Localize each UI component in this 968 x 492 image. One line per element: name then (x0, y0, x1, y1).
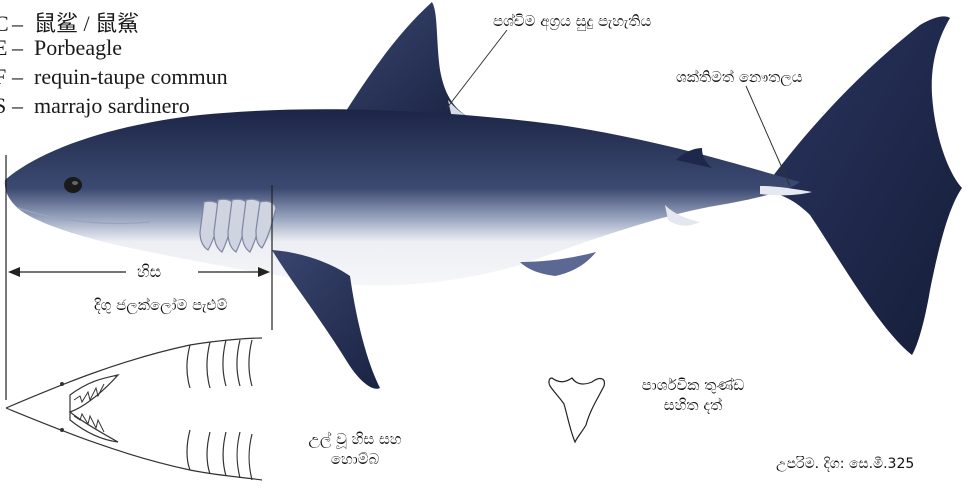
gill-slits-label: දිගු ජලක්ලෝම පැළුම් (94, 296, 227, 314)
head-underside-label-line1: උල් වූ හිස සහ (290, 430, 420, 448)
language-code: S (0, 93, 12, 119)
species-name-row: F–requin-taupe commun (0, 64, 228, 90)
species-name: Porbeagle (34, 35, 122, 60)
species-name: 鼠鲨 / 鼠鯊 (34, 11, 139, 36)
language-code: F (0, 64, 12, 90)
teeth-label-line2: සහිත දත් (628, 396, 758, 414)
teeth-label-line1: පාර්ශවික තුණ්ඩ (628, 376, 758, 394)
gill-slits (200, 199, 276, 252)
species-name: requin-taupe commun (34, 64, 228, 89)
species-name-row: S–marrajo sardinero (0, 93, 190, 119)
head-label: හිස (137, 262, 161, 282)
species-name-row: E–Porbeagle (0, 35, 122, 61)
max-length-label: උපරිම. දිග: සෙ.මී.325 (776, 456, 966, 472)
language-code: C (0, 11, 12, 37)
head-underside-sketch (6, 338, 262, 480)
shark-body (5, 109, 800, 285)
tooth-icon (549, 378, 604, 442)
first-dorsal-fin (340, 2, 470, 120)
dorsal-fin-tip-label: පශ්චිම අග්‍රය සුදු පැහැතිය (493, 12, 651, 30)
shark-eye (64, 177, 82, 193)
head-underside-label-line2: හොම්බ (290, 450, 420, 468)
arrowhead-left (8, 267, 20, 277)
species-name-row: C–鼠鲨 / 鼠鯊 (0, 6, 139, 38)
teeth-label: පාර්ශවික තුණ්ඩ සහිත දත් (628, 376, 758, 414)
language-code: E (0, 35, 12, 61)
head-underside-label: උල් වූ හිස සහ හොම්බ (290, 430, 420, 468)
dorsal-label-pointer (447, 30, 507, 108)
caudal-keel-label: ශක්තිමත් නෞතලය (676, 68, 803, 86)
species-name: marrajo sardinero (34, 93, 190, 118)
